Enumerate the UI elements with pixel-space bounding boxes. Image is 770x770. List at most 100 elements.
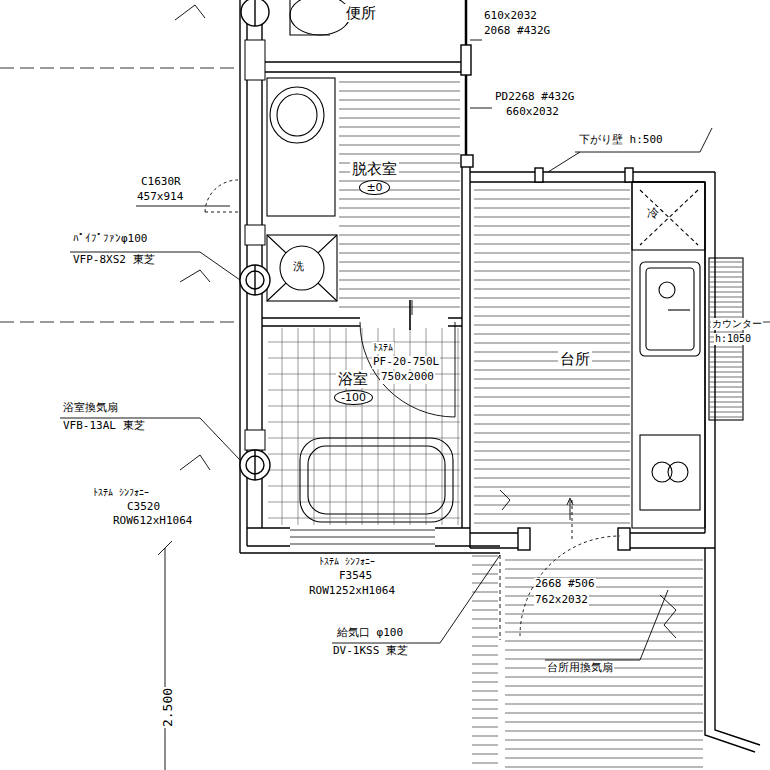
hatch-line	[474, 415, 630, 416]
room: 浴室 -100	[334, 370, 373, 405]
hatch-line	[472, 610, 498, 611]
plan-label: 浴室換気扇	[62, 402, 119, 415]
hatch-line	[339, 280, 460, 281]
hatch-line	[472, 736, 498, 737]
hatch-line	[472, 754, 498, 755]
plan-label: C1630R	[140, 176, 182, 189]
hatch-line	[339, 217, 460, 218]
grid-line	[0, 68, 770, 322]
hatch-line	[505, 650, 703, 651]
hatch-line	[505, 722, 703, 723]
hatch-line	[339, 244, 460, 245]
hatch-line	[474, 478, 630, 479]
hatch-line	[474, 442, 630, 443]
hatch-line	[474, 244, 630, 245]
hatch-line	[339, 298, 460, 299]
hatch-line	[474, 199, 630, 200]
hatch-line	[339, 208, 460, 209]
hatch-line	[474, 289, 630, 290]
hatch-line	[474, 505, 630, 506]
hatch-line	[472, 637, 498, 638]
hatch-line	[474, 334, 630, 335]
room: 脱衣室±0	[350, 160, 399, 195]
room: 便所	[344, 4, 378, 22]
hatch-line	[472, 718, 498, 719]
plan-label: 2068 #432G	[483, 25, 551, 38]
plan-label: h:1050	[714, 333, 752, 345]
dimension-line	[158, 541, 172, 770]
hatch-line	[339, 271, 460, 272]
plan-label: F3545	[338, 570, 373, 583]
hatch-line	[472, 592, 498, 593]
hatch-line	[472, 682, 498, 683]
hatch-line	[505, 569, 703, 570]
plan-label: 610x2032	[483, 10, 538, 23]
hatch-line	[474, 226, 630, 227]
hatch-line	[505, 623, 703, 624]
hatch-line	[474, 523, 630, 524]
plan-label: 洗	[292, 261, 305, 274]
hatch-line	[505, 767, 703, 768]
fan-symbol	[240, 0, 270, 480]
hatch-line	[474, 424, 630, 425]
hatch-line	[339, 100, 460, 101]
hatch-line	[505, 713, 703, 714]
hatch-line	[474, 361, 630, 362]
hatch-line	[474, 433, 630, 434]
hatch-line	[474, 271, 630, 272]
hatch-line	[474, 253, 630, 254]
hatch-line	[505, 740, 703, 741]
hatch-line	[474, 397, 630, 398]
plan-label: DV-1KSS 東芝	[332, 645, 409, 658]
hatch-line	[339, 118, 460, 119]
leader-line	[60, 5, 712, 660]
hatch-line	[505, 695, 703, 696]
hatch-line	[339, 289, 460, 290]
plan-label: PF-20-750L	[372, 356, 440, 369]
hatch-line	[339, 181, 460, 182]
hatch-line	[339, 235, 460, 236]
hatch-line	[474, 406, 630, 407]
plan-label: 給気口 φ100	[336, 627, 404, 640]
hatch-line	[472, 700, 498, 701]
hatch-line	[474, 217, 630, 218]
hatch-line	[339, 91, 460, 92]
hatch-line	[474, 379, 630, 380]
hatch-line	[339, 307, 460, 308]
hatch-line	[505, 641, 703, 642]
hatch-line	[472, 574, 498, 575]
hatch-line	[474, 514, 630, 515]
hatch-line	[339, 226, 460, 227]
hatch-line	[472, 673, 498, 674]
hatch-line	[474, 451, 630, 452]
plan-label: ﾄｽﾃﾑ	[372, 342, 394, 354]
hatch-line	[339, 145, 460, 146]
hatch-line	[472, 646, 498, 647]
hatch-line	[505, 731, 703, 732]
fixture	[267, 0, 743, 528]
plan-label: 冷	[646, 207, 660, 221]
hatch-line	[339, 190, 460, 191]
hatch-line	[505, 659, 703, 660]
hatch-line	[474, 262, 630, 263]
plan-label: 750x2000	[380, 371, 435, 384]
hatch-line	[505, 758, 703, 759]
plan-label: VFB-13AL 東芝	[62, 420, 146, 433]
hatch-line	[472, 763, 498, 764]
hatch-line	[505, 704, 703, 705]
hatch-line	[474, 388, 630, 389]
hatch-line	[474, 487, 630, 488]
hatch-line	[472, 664, 498, 665]
hatch-line	[339, 154, 460, 155]
floor-level: -100	[334, 390, 373, 405]
hatch-line	[339, 262, 460, 263]
hatch-line	[472, 628, 498, 629]
room-name: 浴室	[336, 370, 370, 388]
hatch-line	[505, 560, 703, 561]
hatch-line	[339, 199, 460, 200]
plan-label: 2668 #506	[534, 578, 596, 591]
hatch-line	[474, 298, 630, 299]
hatch-line	[474, 316, 630, 317]
hatch-line	[505, 632, 703, 633]
